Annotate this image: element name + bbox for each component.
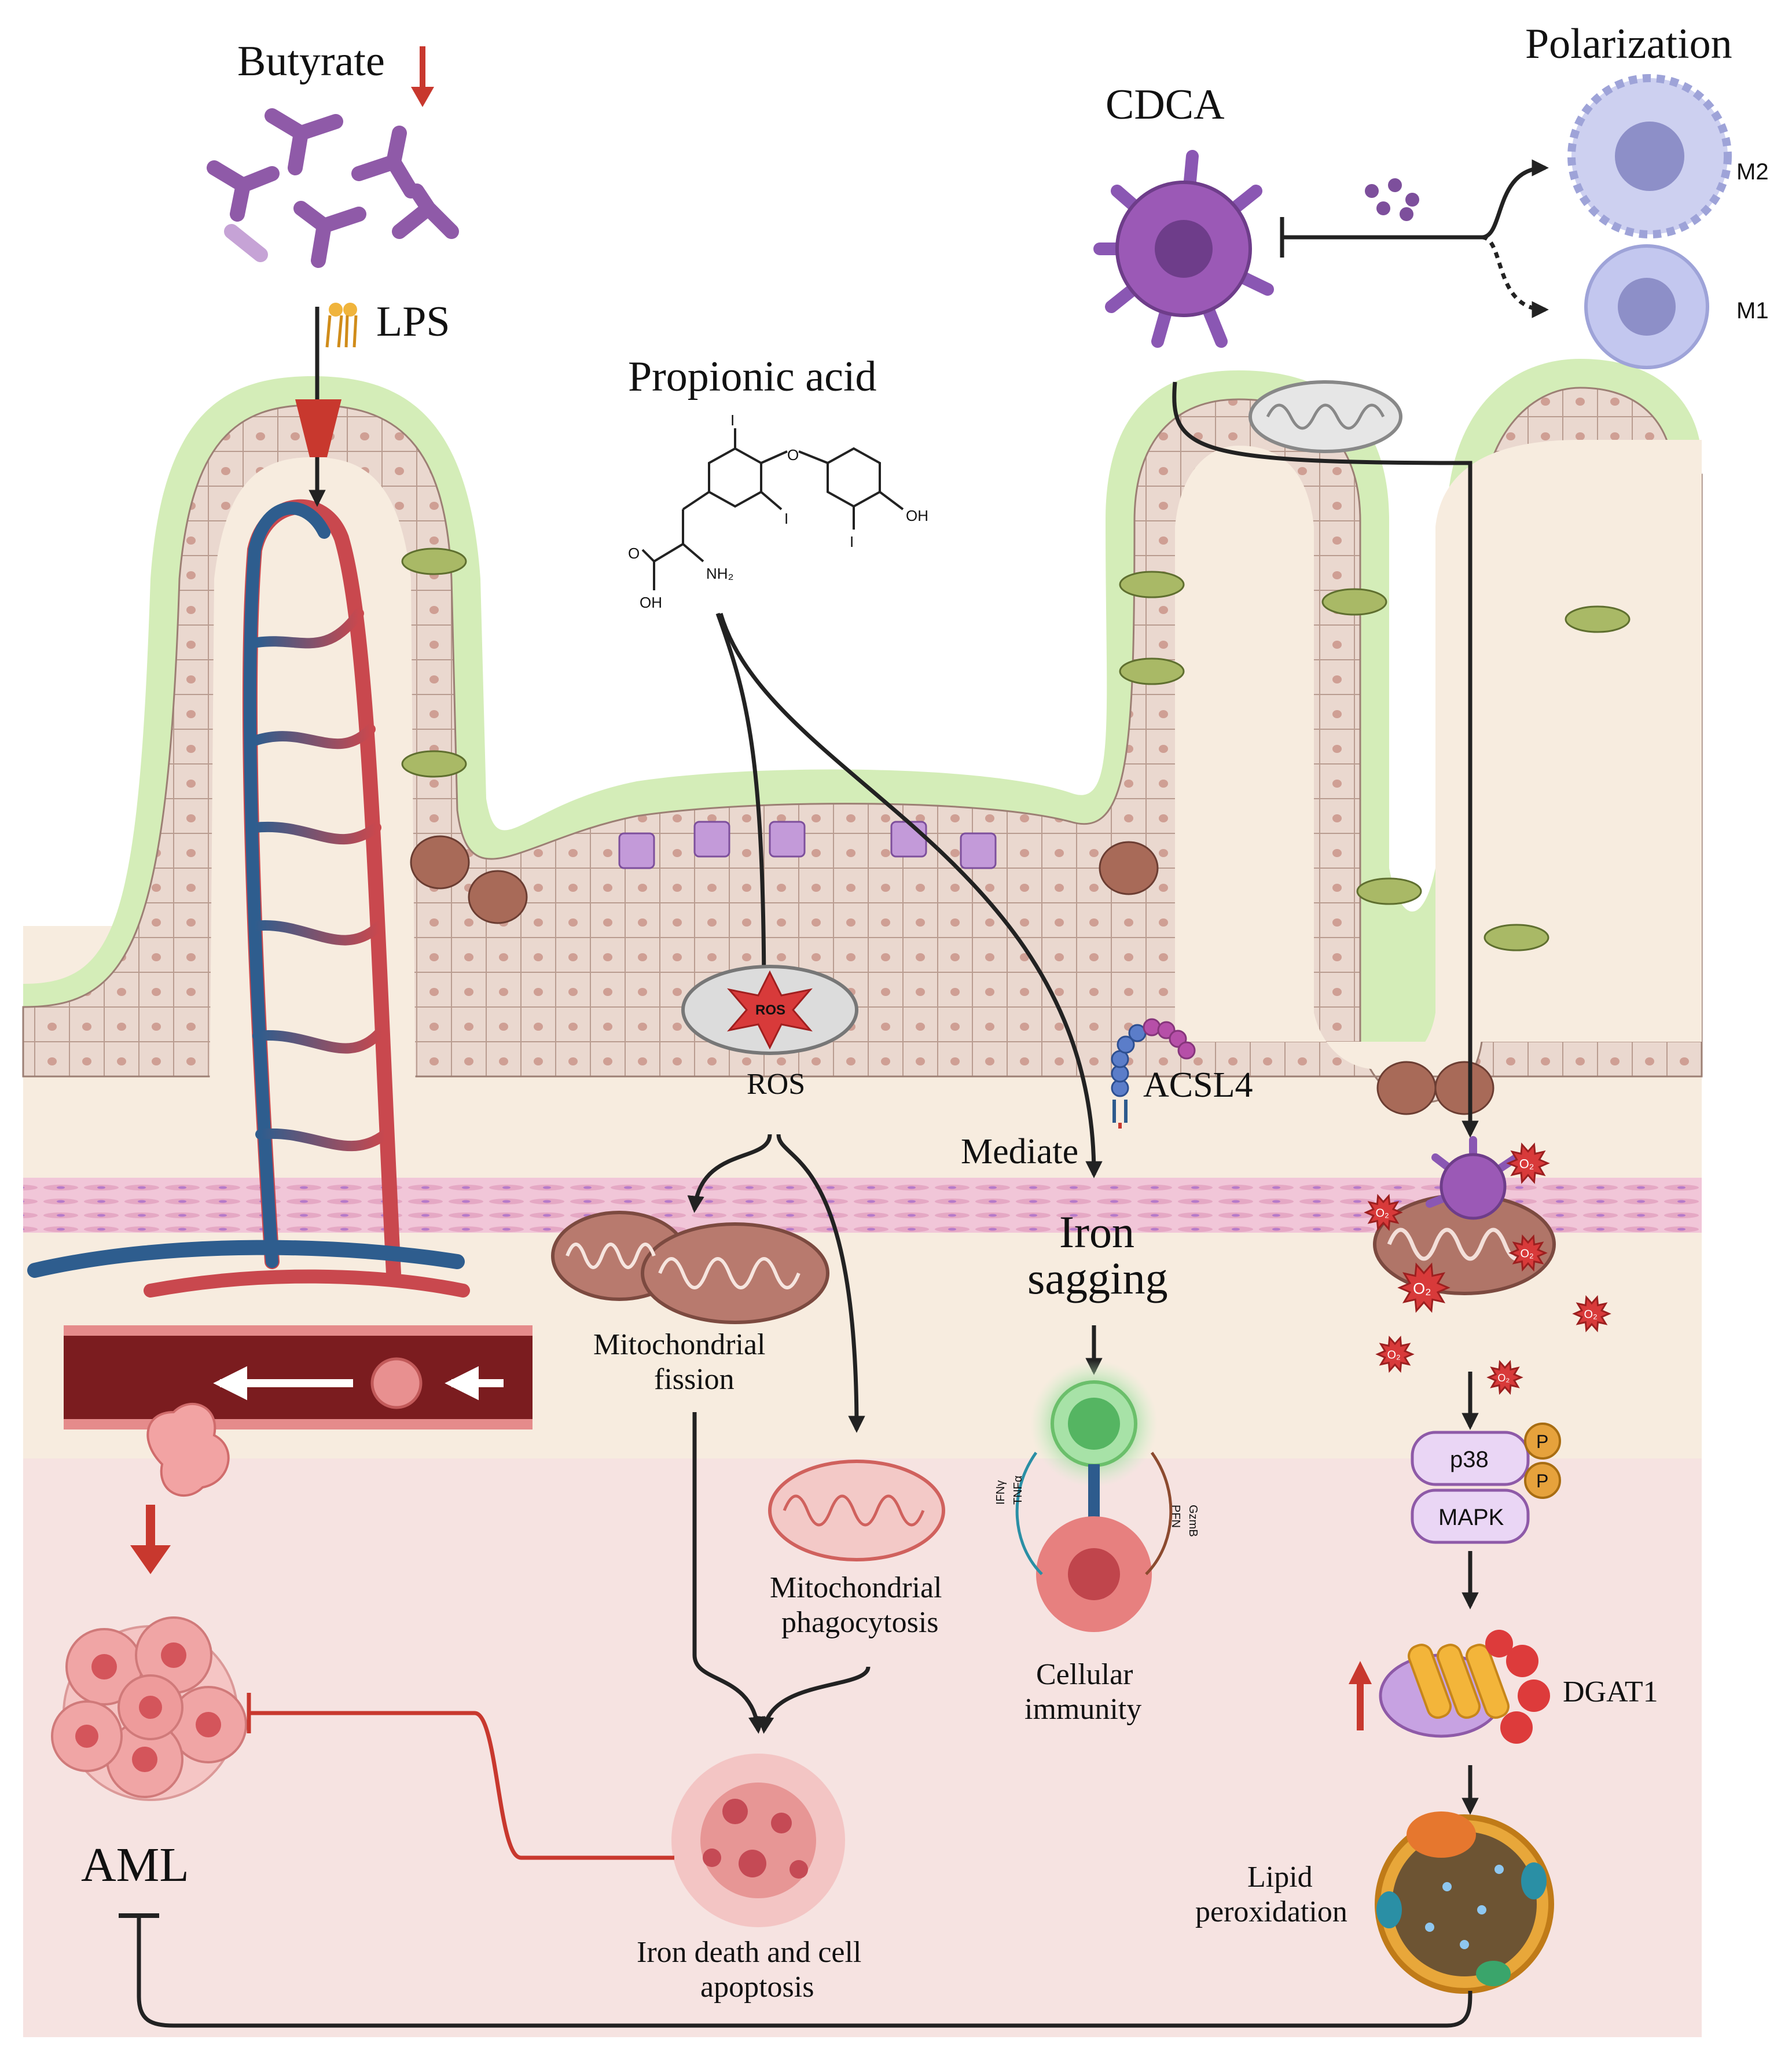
- atom-hydroxyl: OH: [906, 507, 928, 524]
- label-phospho-1: P: [1536, 1431, 1548, 1452]
- label-mapk: MAPK: [1438, 1505, 1504, 1530]
- lipid-droplet-icon: [1375, 1811, 1554, 1994]
- label-polarization: Polarization: [1525, 20, 1732, 68]
- mapk-box: [1411, 1489, 1530, 1544]
- o2-radical-star-icon: [1572, 1295, 1611, 1333]
- o2-radical-star-icon: [1486, 1359, 1523, 1395]
- label-cellular-immunity-1: Cellular: [1036, 1658, 1133, 1691]
- propionic-to-ros-arrow: [715, 612, 773, 1008]
- cytokine-prf: PFN: [1169, 1505, 1182, 1528]
- atom-iodine-ring2: I: [850, 533, 854, 550]
- blood-vessel: [64, 1325, 533, 1429]
- atom-amine: NH₂: [706, 565, 734, 582]
- fission-mitochondrion-icon: [551, 1211, 829, 1324]
- atom-oxygen-bridge: O: [787, 446, 799, 464]
- goblet-cells: [401, 547, 1631, 951]
- label-cellular-immunity-2: immunity: [1024, 1693, 1141, 1726]
- acsl4-protein-icon: [1111, 1018, 1196, 1129]
- o2-radical-label: O₂: [1376, 1207, 1389, 1220]
- label-lipid-perox-2: peroxidation: [1195, 1895, 1347, 1928]
- label-butyrate: Butyrate: [237, 38, 385, 85]
- thyroxine-structure-icon: [641, 428, 904, 590]
- bottom-feedback-line: [137, 1916, 1472, 2028]
- label-mito-fission-2: fission: [654, 1363, 735, 1396]
- o2-radical-star-icon: [1375, 1335, 1415, 1373]
- fission-to-death-arrow: [692, 1412, 766, 1734]
- cytokine-gzm: GzmB: [1187, 1505, 1199, 1537]
- cytokine-tnf: TNFα: [1012, 1476, 1024, 1505]
- label-phospho-2: P: [1536, 1471, 1548, 1491]
- cytokine-dots-icon: [1365, 178, 1419, 221]
- butyrate-molecules-icon: [207, 108, 459, 268]
- t-cell-icon: [1030, 1360, 1158, 1528]
- to-m2-arrow: [1481, 159, 1549, 240]
- m1-macrophage-icon: [1584, 244, 1709, 369]
- label-iron-sagging-1: Iron: [1059, 1207, 1134, 1257]
- ros-to-fission-arrow: [687, 1134, 772, 1213]
- cytokine-ifn: IFNγ: [994, 1480, 1007, 1505]
- label-iron-death-2: apoptosis: [700, 1971, 814, 2004]
- o2-radical-label: O₂: [1387, 1349, 1401, 1362]
- aml-cluster-icon: [51, 1616, 247, 1801]
- paneth-cells: [410, 835, 1494, 1115]
- tumor-cell-icon: [1036, 1516, 1152, 1632]
- label-ros: ROS: [747, 1068, 805, 1101]
- label-mito-phago-2: phagocytosis: [781, 1606, 939, 1639]
- atom-acid-oh: OH: [640, 594, 662, 611]
- death-inhibits-aml-line: [249, 1711, 674, 1860]
- cytokine-release-arcs: [1015, 1451, 1173, 1575]
- o2-radical-star-icon: [1397, 1262, 1451, 1313]
- atom-carbonyl: O: [628, 545, 640, 562]
- atom-iodine-top: I: [730, 411, 735, 429]
- iron-death-cluster-icon: [671, 1754, 845, 1927]
- villus-capillaries: [27, 499, 470, 1298]
- label-aml: AML: [81, 1838, 189, 1892]
- ros-badge-label: ROS: [755, 1002, 785, 1018]
- label-iron-death-1: Iron death and cell: [637, 1936, 861, 1969]
- atom-iodine-bottom: I: [784, 510, 788, 527]
- label-m1: M1: [1736, 298, 1769, 324]
- ros-to-phagocytosis-arrow: [776, 1134, 865, 1433]
- phospho-icon-2: [1524, 1462, 1561, 1499]
- o2-radical-star-icon: [1506, 1142, 1550, 1184]
- o2-radical-label: O₂: [1521, 1248, 1534, 1260]
- circulating-tumor-cell-icon: [370, 1357, 423, 1409]
- m2-macrophage-icon: [1567, 74, 1732, 238]
- label-acsl4: ACSL4: [1143, 1065, 1253, 1105]
- superoxide-radicals: O₂ O₂ O₂ O₂ O₂ O₂ O₂: [1364, 1142, 1611, 1395]
- phagocytosis-to-death-arrow: [757, 1666, 871, 1734]
- extravasating-cell-icon: [146, 1402, 230, 1497]
- label-iron-sagging-2: sagging: [1027, 1253, 1168, 1303]
- o2-radical-star-icon: [1508, 1234, 1548, 1272]
- to-m1-arrow: [1481, 235, 1549, 318]
- label-mediate: Mediate: [961, 1132, 1078, 1171]
- phospho-icon-1: [1524, 1423, 1561, 1460]
- label-lps: LPS: [376, 298, 450, 346]
- o2-radical-label: O₂: [1584, 1309, 1598, 1321]
- dgat1-protein-icon: [1379, 1630, 1550, 1744]
- lps-icon: [325, 303, 358, 348]
- label-cdca: CDCA: [1106, 81, 1225, 128]
- cdca-to-macrophage-arrow: [1172, 381, 1479, 1138]
- o2-radical-label: O₂: [1519, 1157, 1534, 1171]
- lps-receptor-icon: [295, 399, 341, 457]
- o2-radical-star-icon: [1364, 1193, 1403, 1232]
- p38-box: [1411, 1431, 1530, 1486]
- label-m2: M2: [1736, 159, 1769, 185]
- o2-radical-label: O₂: [1413, 1280, 1431, 1298]
- propionic-to-iron-arrow: [718, 613, 1103, 1178]
- label-propionic-acid: Propionic acid: [628, 353, 877, 400]
- label-lipid-perox-1: Lipid: [1247, 1861, 1313, 1894]
- ros-mitochondrion-icon: [681, 965, 858, 1055]
- label-mito-phago-1: Mitochondrial: [770, 1571, 942, 1604]
- label-p38: p38: [1450, 1447, 1489, 1472]
- dendritic-cell-icon: [1093, 150, 1274, 348]
- label-dgat1: DGAT1: [1563, 1675, 1658, 1708]
- label-mito-fission-1: Mitochondrial: [593, 1328, 766, 1361]
- mitochondrion-icon: [1248, 380, 1402, 453]
- phagocytosis-mitochondrion-icon: [768, 1460, 945, 1561]
- o2-radical-label: O₂: [1497, 1372, 1510, 1384]
